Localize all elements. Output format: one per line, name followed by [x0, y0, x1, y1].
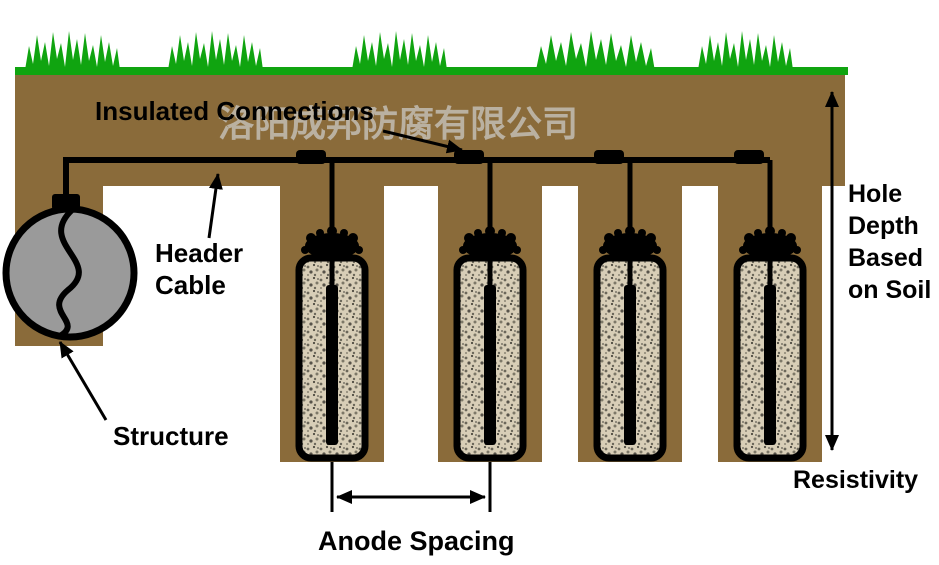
label-header-cable-line2: Cable [155, 270, 226, 300]
label-insulated-connections: Insulated Connections [95, 96, 374, 126]
header-cable-line [63, 157, 770, 206]
label-hole-depth-line3: Based [848, 244, 923, 272]
header-cable-arrow [207, 173, 223, 239]
label-header-cable-line1: Header [155, 238, 243, 268]
structure-arrow [58, 341, 108, 421]
soil-top-band [15, 74, 845, 186]
watermark-text: 洛阳成邦防腐有限公司 [218, 103, 578, 144]
label-resistivity: Resistivity [793, 466, 918, 494]
insulated-connections-arrow [382, 129, 463, 154]
label-hole-depth-line4: on Soil [848, 276, 931, 304]
grass-surface-line [15, 67, 848, 75]
label-hole-depth-line1: Hole [848, 180, 902, 208]
label-structure: Structure [113, 421, 229, 451]
label-anode-spacing: Anode Spacing [318, 526, 515, 556]
structure-circle [2, 205, 138, 341]
structure-seam-curve [56, 207, 82, 339]
label-hole-depth-line2: Depth [848, 212, 919, 240]
